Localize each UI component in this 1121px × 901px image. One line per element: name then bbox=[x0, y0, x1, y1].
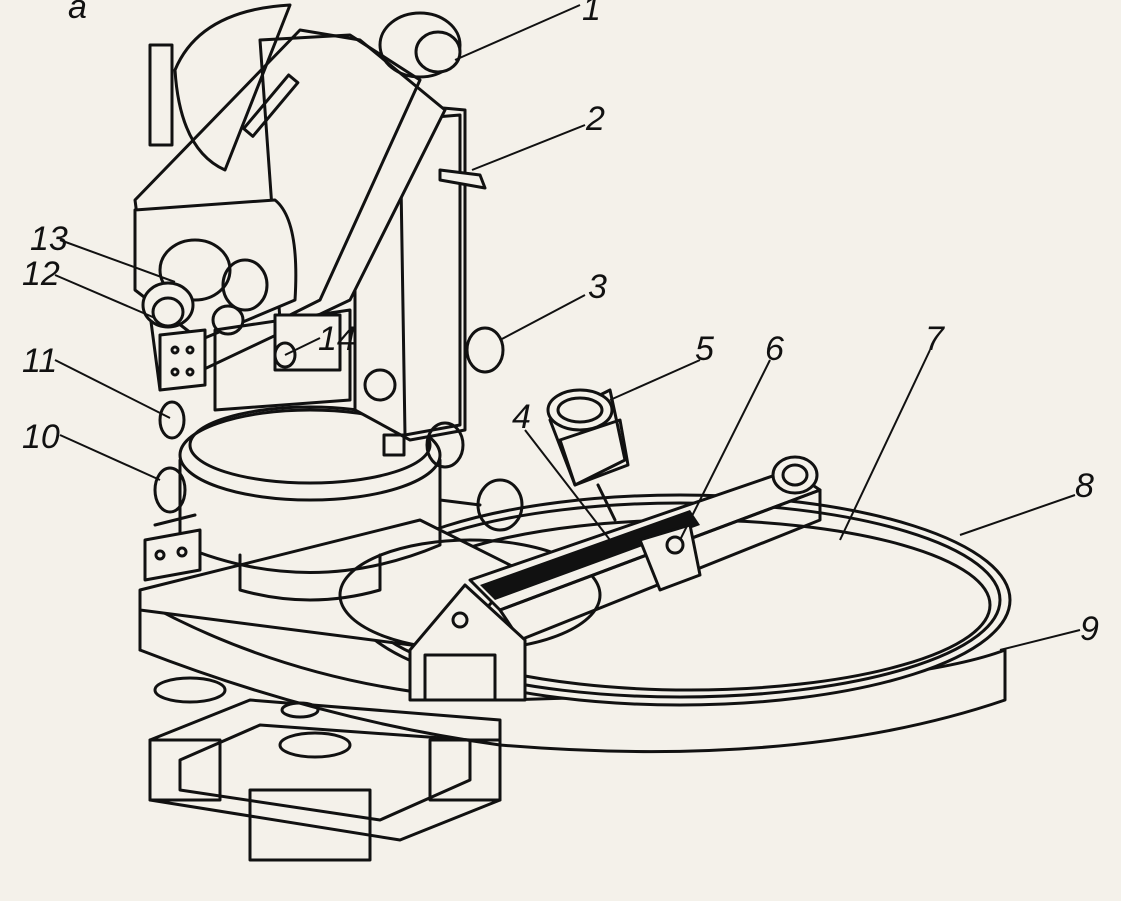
label-14: 14 bbox=[318, 320, 356, 358]
label-4: 4 bbox=[512, 398, 531, 436]
label-7: 7 bbox=[925, 320, 945, 358]
label-9: 9 bbox=[1080, 610, 1099, 648]
magnifier-eyepiece bbox=[546, 388, 630, 522]
alidade-body bbox=[133, 3, 524, 602]
label-11: 11 bbox=[22, 342, 57, 380]
label-5: 5 bbox=[695, 330, 714, 368]
label-6: 6 bbox=[765, 330, 784, 368]
leader-lines bbox=[54, 4, 1081, 651]
ruler-assembly bbox=[408, 455, 822, 702]
base-stand bbox=[148, 676, 502, 862]
label-3: 3 bbox=[588, 268, 607, 306]
panel-letter: a bbox=[68, 0, 87, 26]
label-10: 10 bbox=[22, 418, 60, 456]
label-1: 1 bbox=[582, 0, 601, 28]
label-8: 8 bbox=[1075, 467, 1094, 505]
label-12: 12 bbox=[22, 255, 60, 293]
callout-labels: a 1 2 3 4 5 6 7 8 9 10 11 12 13 14 bbox=[22, 0, 1099, 648]
label-2: 2 bbox=[585, 100, 605, 138]
label-13: 13 bbox=[30, 220, 68, 258]
